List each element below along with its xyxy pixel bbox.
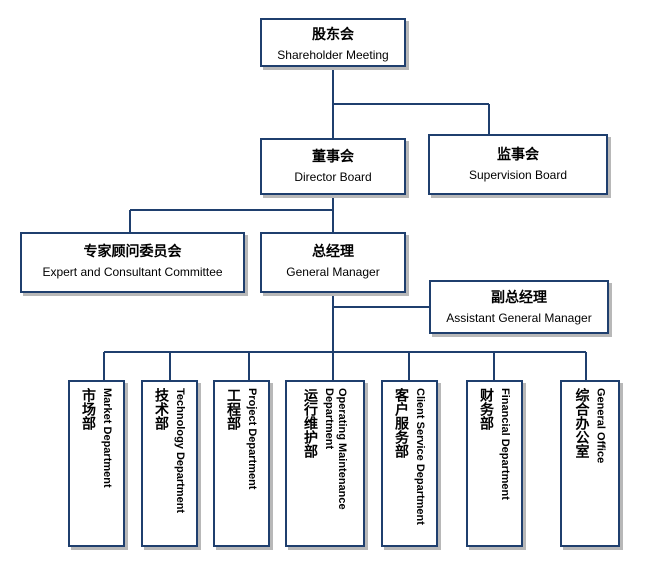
- dept-market: Market Department 市场部: [68, 380, 125, 547]
- dept-client-service-en: Client Service Department: [414, 388, 426, 525]
- dept-market-zh: 市场部: [80, 388, 96, 430]
- dept-general-office-zh: 综合办公室: [573, 388, 590, 458]
- director-board-box: 董事会 Director Board: [260, 138, 406, 195]
- dept-financial: Financial Department 财务部: [466, 380, 523, 547]
- supervision-board-zh: 监事会: [497, 147, 539, 163]
- director-board-zh: 董事会: [312, 149, 354, 165]
- general-manager-zh: 总经理: [312, 244, 354, 260]
- dept-technology-en: Technology Department: [174, 388, 186, 514]
- shareholder-meeting-en: Shareholder Meeting: [277, 48, 389, 62]
- dept-operating-maintenance: Operating Maintenance Department 运行维护部: [285, 380, 365, 547]
- dept-client-service-zh: 客户服务部: [393, 388, 409, 458]
- dept-general-office: General Office 综合办公室: [560, 380, 620, 547]
- dept-operating-maintenance-en: Operating Maintenance Department: [323, 388, 348, 510]
- dept-project: Project Department 工程部: [213, 380, 270, 547]
- expert-committee-box: 专家顾问委员会 Expert and Consultant Committee: [20, 232, 245, 293]
- dept-general-office-en: General Office: [594, 388, 607, 464]
- supervision-board-box: 监事会 Supervision Board: [428, 134, 608, 195]
- dept-financial-en: Financial Department: [499, 388, 511, 500]
- assistant-general-manager-box: 副总经理 Assistant General Manager: [429, 280, 609, 334]
- assistant-general-manager-zh: 副总经理: [491, 290, 547, 306]
- dept-project-en: Project Department: [246, 388, 258, 490]
- expert-committee-en: Expert and Consultant Committee: [42, 265, 223, 279]
- dept-technology-zh: 技术部: [153, 388, 169, 430]
- dept-operating-maintenance-zh: 运行维护部: [302, 388, 318, 458]
- shareholder-meeting-box: 股东会 Shareholder Meeting: [260, 18, 406, 67]
- shareholder-meeting-zh: 股东会: [312, 27, 354, 43]
- general-manager-box: 总经理 General Manager: [260, 232, 406, 293]
- expert-committee-zh: 专家顾问委员会: [83, 244, 182, 260]
- director-board-en: Director Board: [294, 170, 372, 184]
- dept-financial-zh: 财务部: [478, 388, 494, 430]
- dept-technology: Technology Department 技术部: [141, 380, 198, 547]
- assistant-general-manager-en: Assistant General Manager: [446, 311, 592, 325]
- supervision-board-en: Supervision Board: [468, 168, 568, 182]
- dept-client-service: Client Service Department 客户服务部: [381, 380, 438, 547]
- dept-project-zh: 工程部: [225, 388, 241, 430]
- dept-market-en: Market Department: [101, 388, 113, 488]
- general-manager-en: General Manager: [286, 265, 380, 279]
